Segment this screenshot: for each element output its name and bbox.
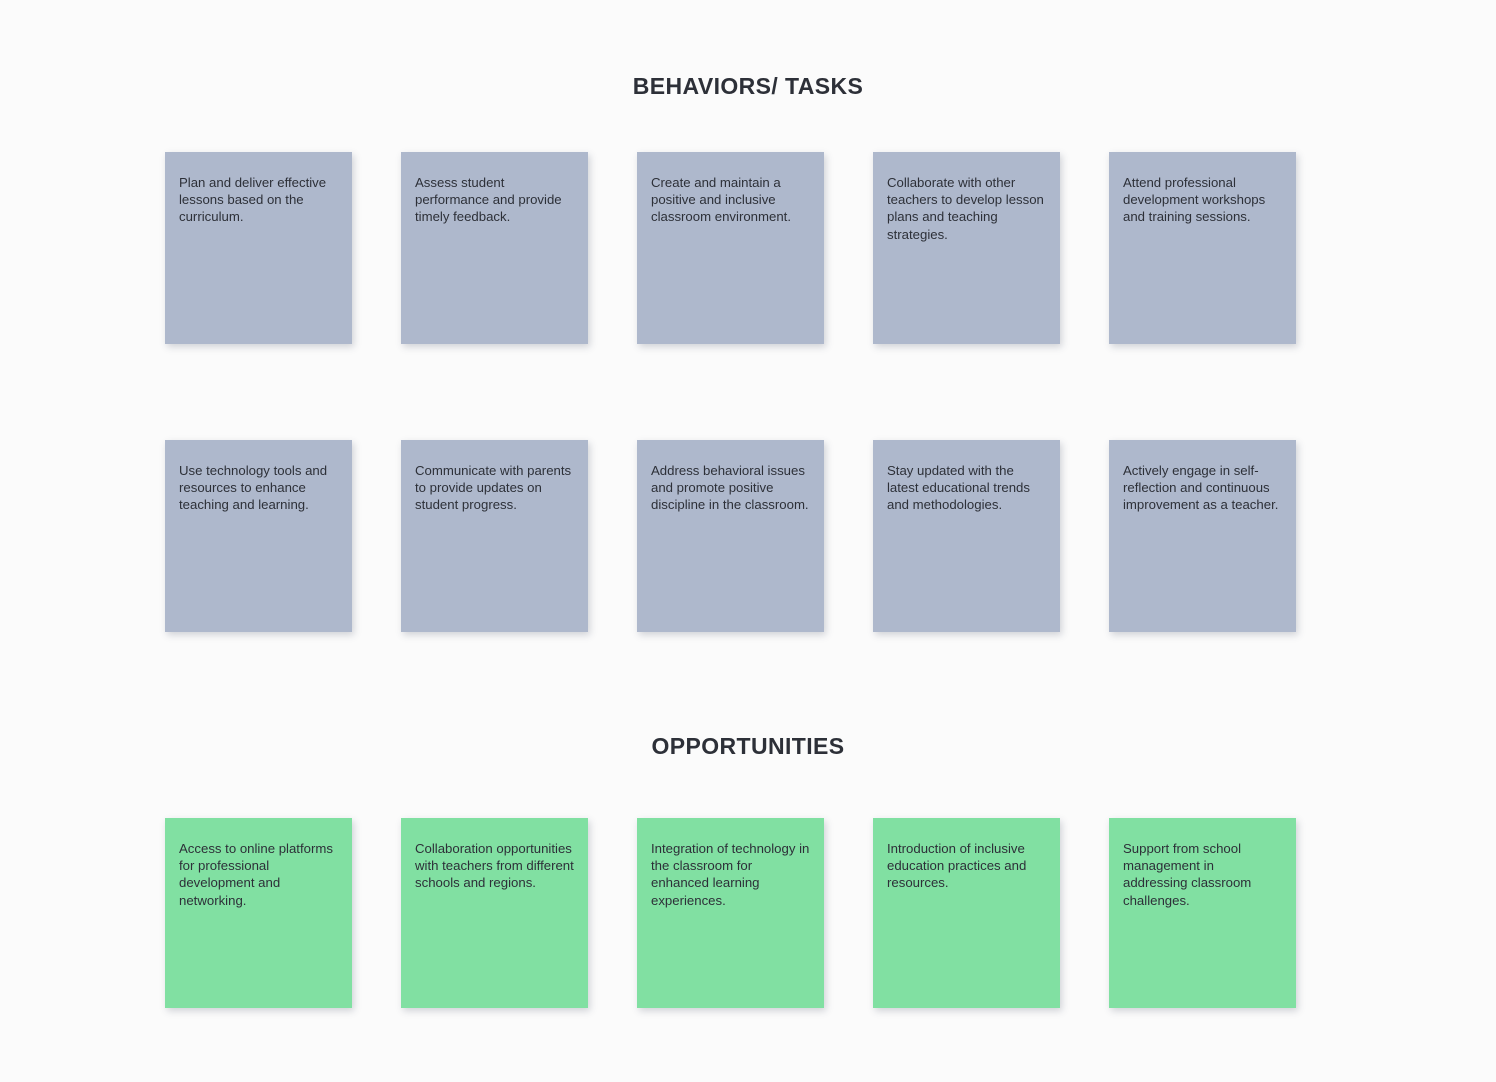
sticky-note-text: Address behavioral issues and promote po… [651,463,809,513]
behaviors-row-2: Use technology tools and resources to en… [165,440,1296,632]
sticky-note-text: Create and maintain a positive and inclu… [651,175,791,225]
sticky-note-text: Assess student performance and provide t… [415,175,562,225]
sticky-note-text: Use technology tools and resources to en… [179,463,328,513]
sticky-note-text: Access to online platforms for professio… [179,841,333,908]
sticky-note[interactable]: Plan and deliver effective lessons based… [165,152,352,344]
sticky-note-text: Attend professional development workshop… [1123,175,1266,225]
sticky-note[interactable]: Integration of technology in the classro… [637,818,824,1008]
sticky-note[interactable]: Address behavioral issues and promote po… [637,440,824,632]
sticky-note[interactable]: Collaboration opportunities with teacher… [401,818,588,1008]
sticky-note[interactable]: Create and maintain a positive and inclu… [637,152,824,344]
sticky-note[interactable]: Collaborate with other teachers to devel… [873,152,1060,344]
sticky-note-text: Support from school management in addres… [1123,841,1252,908]
sticky-note[interactable]: Introduction of inclusive education prac… [873,818,1060,1008]
sticky-note[interactable]: Support from school management in addres… [1109,818,1296,1008]
sticky-note-text: Stay updated with the latest educational… [887,463,1030,513]
sticky-note-text: Collaborate with other teachers to devel… [887,175,1044,242]
sticky-note-text: Integration of technology in the classro… [651,841,810,908]
sticky-note[interactable]: Attend professional development workshop… [1109,152,1296,344]
sticky-note[interactable]: Communicate with parents to provide upda… [401,440,588,632]
sticky-note[interactable]: Use technology tools and resources to en… [165,440,352,632]
sticky-note-text: Actively engage in self-reflection and c… [1123,463,1279,513]
sticky-note[interactable]: Access to online platforms for professio… [165,818,352,1008]
section-title-behaviors-tasks: BEHAVIORS/ TASKS [632,73,864,99]
sticky-note-text: Plan and deliver effective lessons based… [179,175,327,225]
sticky-note-text: Communicate with parents to provide upda… [415,463,572,513]
sticky-note-text: Collaboration opportunities with teacher… [415,841,574,891]
sticky-note[interactable]: Actively engage in self-reflection and c… [1109,440,1296,632]
behaviors-row-1: Plan and deliver effective lessons based… [165,152,1296,344]
sticky-note[interactable]: Stay updated with the latest educational… [873,440,1060,632]
sticky-note[interactable]: Assess student performance and provide t… [401,152,588,344]
sticky-note-text: Introduction of inclusive education prac… [887,841,1027,891]
section-title-opportunities: OPPORTUNITIES [651,733,845,759]
opportunities-row-1: Access to online platforms for professio… [165,818,1296,1008]
